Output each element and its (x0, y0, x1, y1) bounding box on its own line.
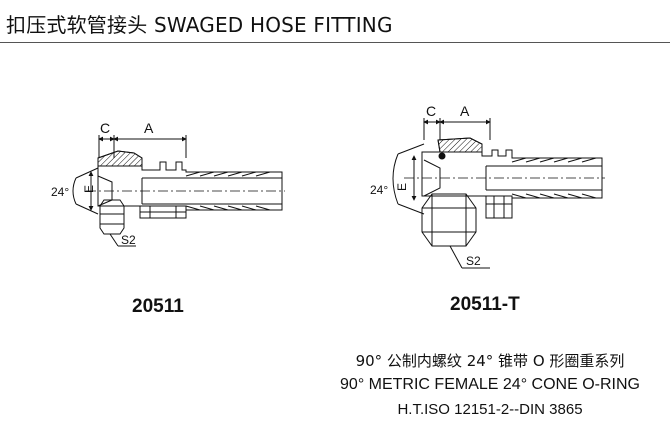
description-english: 90° METRIC FEMALE 24° CONE O-RING (340, 376, 640, 393)
hex-size-label: S2 (121, 233, 136, 247)
fitting-20511-t-drawing (392, 118, 605, 269)
dimension-a-label: A (144, 120, 154, 136)
description-standard: H.T.ISO 12151-2--DIN 3865 (397, 401, 583, 418)
hex-size-label: S2 (466, 254, 481, 268)
part-number-20511: 20511 (132, 296, 184, 317)
description-chinese: 90° 公制内螺纹 24° 锥带 O 形圈重系列 (355, 352, 625, 370)
dimension-c-label: C (100, 120, 110, 136)
title-underline (0, 42, 670, 43)
dimension-e-label: E (82, 185, 96, 193)
dimension-a-label: A (460, 103, 470, 119)
angle-label: 24° (51, 185, 69, 199)
angle-label: 24° (370, 183, 388, 197)
dimension-c-label: C (426, 103, 436, 119)
page-title: 扣压式软管接头 SWAGED HOSE FITTING (6, 13, 393, 37)
dimension-e-label: E (395, 183, 409, 191)
header: 扣压式软管接头 SWAGED HOSE FITTING (0, 0, 670, 48)
fitting-20511-drawing (72, 135, 285, 247)
part-number-20511-t: 20511-T (450, 294, 520, 315)
